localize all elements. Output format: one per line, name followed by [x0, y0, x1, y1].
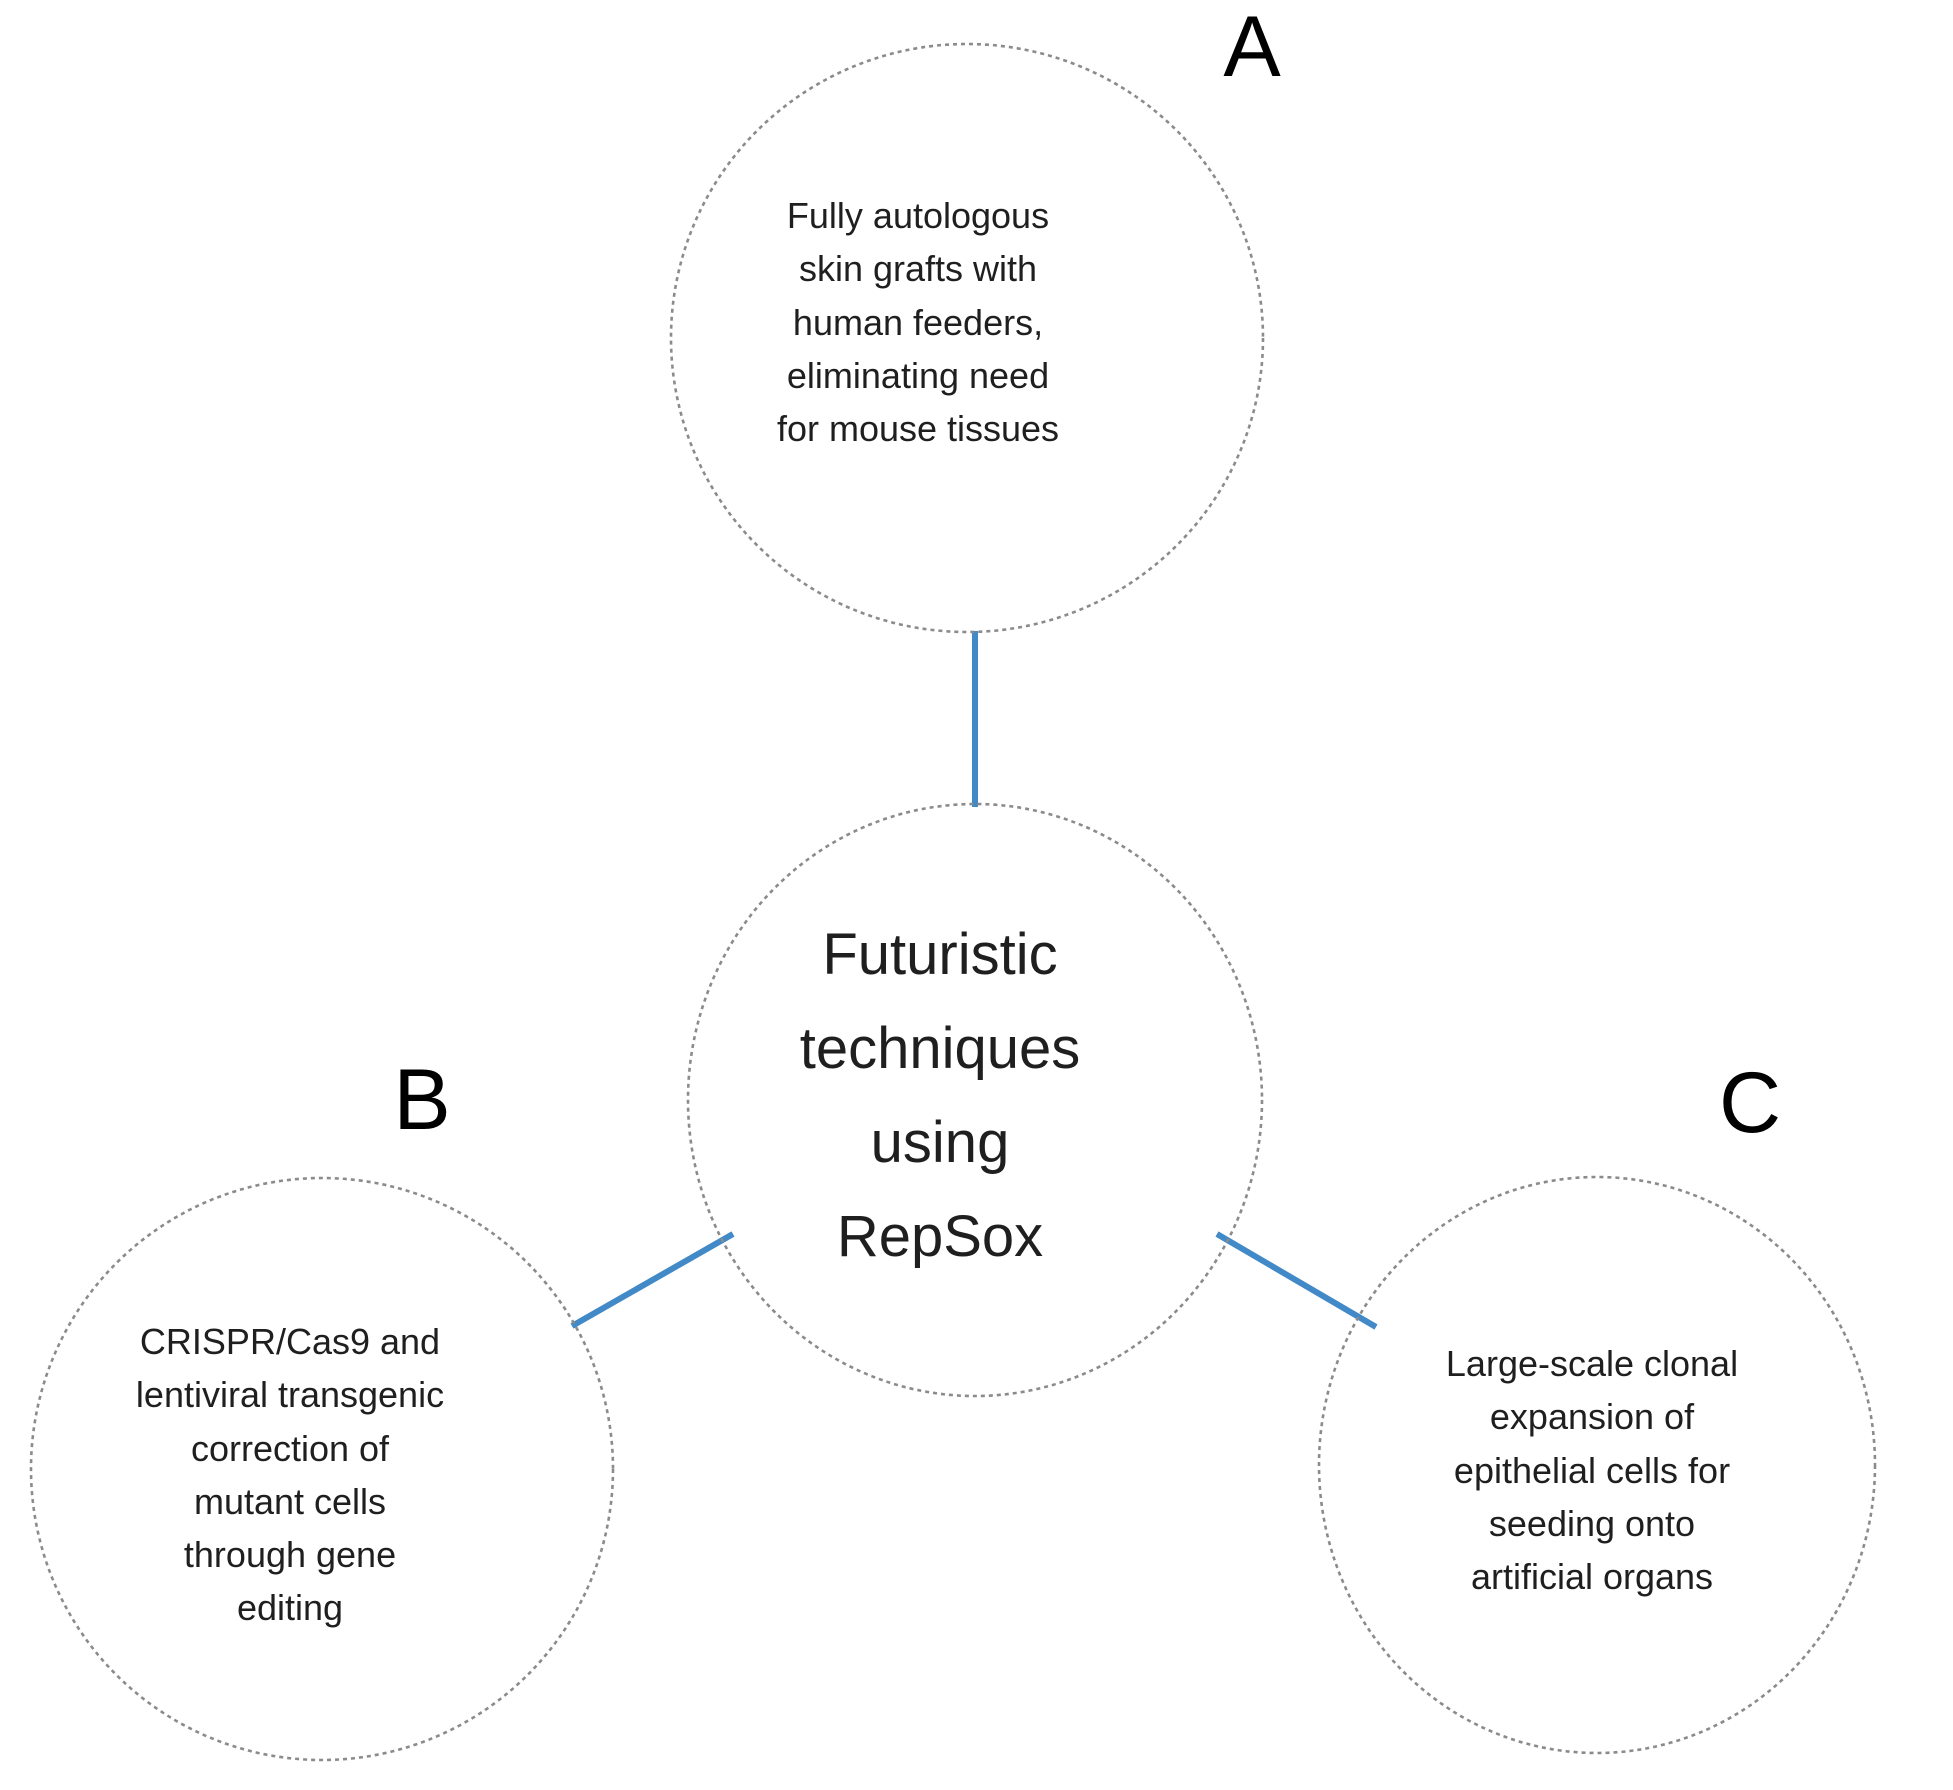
circle-a-text: Fully autologous skin grafts with human … — [776, 194, 1060, 449]
circle-b — [29, 1176, 615, 1762]
label-b: B — [393, 1052, 451, 1148]
connector-center-to-c — [1215, 1231, 1378, 1330]
connector-center-to-b — [570, 1231, 735, 1329]
circle-c — [1317, 1175, 1877, 1755]
circle-center-text: Futuristic techniques using RepSox — [799, 922, 1081, 1269]
circle-a — [669, 42, 1265, 634]
circle-center — [686, 802, 1264, 1398]
label-c: C — [1718, 1055, 1782, 1151]
circle-b-text: CRISPR/Cas9 and lentiviral transgenic co… — [135, 1321, 445, 1629]
circle-c-text: Large-scale clonal expansion of epitheli… — [1445, 1342, 1739, 1597]
label-a: A — [1223, 0, 1281, 95]
